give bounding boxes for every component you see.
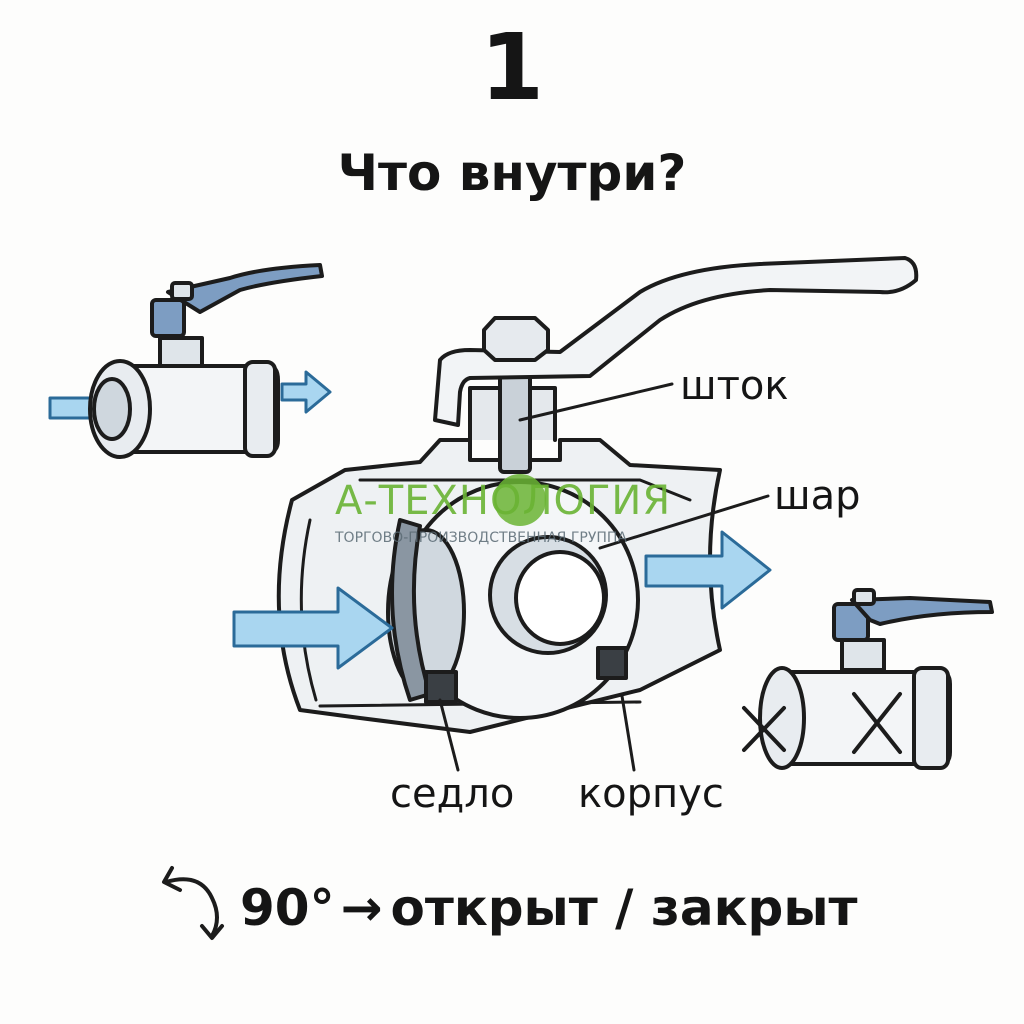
state-caption: открыт / закрыт: [390, 879, 858, 937]
watermark-subtitle: ТОРГОВО-ПРОИЗВОДСТВЕННАЯ ГРУППА: [335, 530, 627, 546]
closed-valve-illustration: [742, 588, 994, 770]
label-body: корпус: [578, 771, 724, 817]
open-valve-illustration: [48, 263, 332, 459]
footer-caption: 90° → открыт / закрыт: [240, 868, 858, 948]
leader-ball: [598, 494, 770, 550]
leader-seat: [438, 698, 460, 772]
flow-in-arrow: [232, 586, 394, 670]
right-arrow-icon: →: [340, 879, 383, 937]
rotation-angle: 90°: [240, 879, 335, 937]
rotate-arrow-icon: [162, 866, 224, 940]
flow-out-arrow: [644, 530, 772, 610]
label-stem: шток: [680, 363, 789, 409]
cutaway-valve: [232, 256, 919, 772]
step-number: 1: [479, 14, 544, 121]
label-seat: седло: [390, 771, 515, 817]
flow-out-arrow-small: [280, 370, 332, 414]
page-title: Что внутри?: [337, 144, 687, 202]
watermark-title: А-ТЕХНОЛОГИЯ: [335, 478, 672, 524]
label-ball: шар: [774, 473, 861, 519]
stem-nut: [482, 316, 550, 362]
handle: [433, 256, 919, 427]
leader-body: [620, 694, 636, 772]
leader-stem: [518, 382, 674, 422]
cross-icon: [742, 692, 902, 754]
